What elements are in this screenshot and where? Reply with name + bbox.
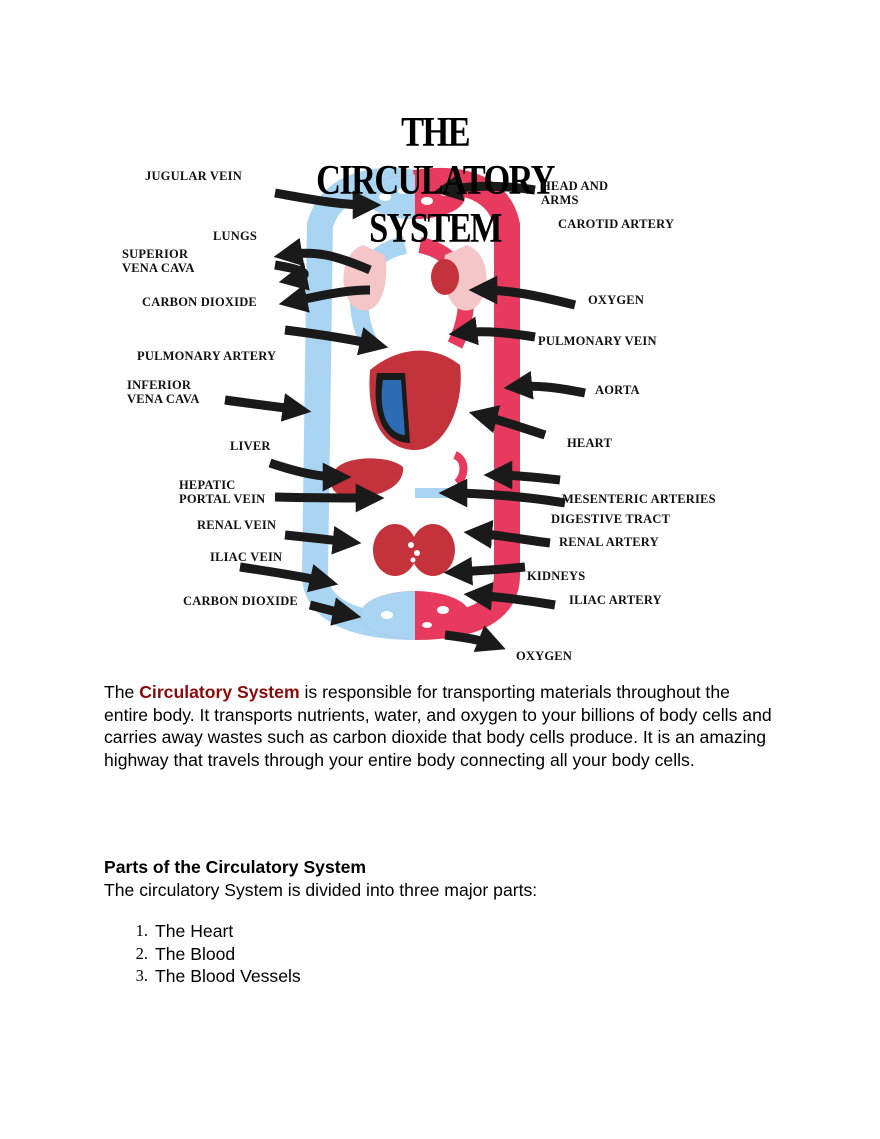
list-text: The Blood <box>155 943 236 964</box>
parts-intro: The circulatory System is divided into t… <box>104 880 538 900</box>
list-item: 1. The Heart <box>104 920 301 943</box>
list-item: 2. The Blood <box>104 943 301 966</box>
right-kidney <box>411 524 455 576</box>
label-renal-artery: RENAL ARTERY <box>559 535 659 549</box>
label-pulmonary-artery: PULMONARY ARTERY <box>137 349 277 363</box>
label-carbon-dioxide-top: CARBON DIOXIDE <box>142 295 257 309</box>
label-hepatic-portal-vein: HEPATIC PORTAL VEIN <box>179 478 266 506</box>
label-iliac-vein: ILIAC VEIN <box>210 550 283 564</box>
label-carotid-artery: CAROTID ARTERY <box>558 217 675 231</box>
label-head-and-arms: HEAD AND ARMS <box>541 179 609 207</box>
list-number: 3. <box>135 966 148 986</box>
diagram-title: THE CIRCULATORY SYSTEM <box>316 110 555 252</box>
label-carbon-dioxide-bottom: CARBON DIOXIDE <box>183 594 298 608</box>
liver-organ <box>330 458 404 498</box>
label-liver: LIVER <box>230 439 271 453</box>
circulatory-system-diagram: THE CIRCULATORY SYSTEM JUGULAR VEIN HEAD… <box>115 105 780 670</box>
label-aorta: AORTA <box>595 383 640 397</box>
label-heart: HEART <box>567 436 613 450</box>
intro-lead: The <box>104 682 140 702</box>
label-inferior-vena-cava: INFERIOR VENA CAVA <box>127 378 200 406</box>
label-mesenteric-arteries: MESENTERIC ARTERIES <box>562 492 716 506</box>
parts-heading: Parts of the Circulatory System <box>104 857 367 877</box>
list-text: The Heart <box>155 921 234 941</box>
list-text: The Blood Vessels <box>155 966 301 987</box>
flow-arrows <box>224 172 586 652</box>
intro-highlight: Circulatory System <box>139 682 300 702</box>
list-item: 3. The Blood Vessels <box>104 965 301 988</box>
label-oxygen-bottom: OXYGEN <box>516 649 573 663</box>
parts-list: 1. The Heart 2. The Blood 3. The Blood Vess… <box>104 920 301 988</box>
label-kidneys: KIDNEYS <box>527 569 586 583</box>
label-jugular-vein: JUGULAR VEIN <box>145 169 242 183</box>
list-number: 1. <box>135 921 148 940</box>
label-digestive-tract: DIGESTIVE TRACT <box>551 512 671 526</box>
label-oxygen-right: OXYGEN <box>588 293 645 307</box>
left-lung <box>343 245 387 311</box>
label-renal-vein: RENAL VEIN <box>197 518 277 532</box>
label-pulmonary-vein: PULMONARY VEIN <box>538 334 657 348</box>
intro-rest: is responsible for transporting material… <box>104 682 772 771</box>
label-lungs: LUNGS <box>213 229 258 243</box>
intro-paragraph: The Circulatory System is responsible fo… <box>104 681 776 772</box>
left-kidney <box>373 524 417 576</box>
list-number: 2. <box>135 943 148 963</box>
label-superior-vena-cava: SUPERIOR VENA CAVA <box>122 247 195 275</box>
diagram-illustration <box>224 167 586 652</box>
label-iliac-artery: ILIAC ARTERY <box>569 593 662 607</box>
